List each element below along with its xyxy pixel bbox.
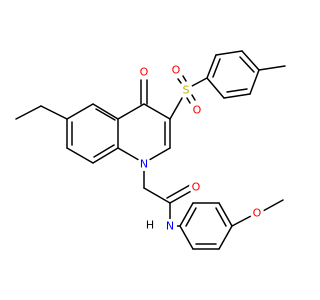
bond-s-o-lower-b [191,94,196,101]
bond-anisyl-1 [179,225,194,250]
bond-s-o-upper-b [182,75,187,82]
bond-benzo-1 [66,103,94,120]
amide-oxygen: O [189,180,203,194]
bond-o-methyl [262,199,284,212]
bond-ethyl-ch3 [15,105,42,120]
bond-amide-co-b [166,184,191,199]
sulfonyl-sulfur: S [179,83,193,97]
ring-nitrogen-label: N [140,158,148,171]
sulfonyl-oxygen-upper-label: O [172,64,181,77]
bond-tolyl-5 [223,93,251,99]
structure-diagram: O S O O N O N H [15,50,286,250]
bond-anisyl-4-inner [215,207,227,227]
bond-tolyl-2 [215,50,243,56]
bond-ring-c4a-c4 [117,103,145,120]
bond-s-o-upper-a [177,78,182,84]
bond-benzo-5 [66,147,94,164]
amide-oxygen-label: O [192,181,201,194]
atom-label-layer: O S O O N O N H [137,63,264,233]
ketone-oxygen-label: O [140,66,149,79]
bond-tolyl-5-inner [226,88,248,93]
bond-anisyl-6 [179,202,194,227]
bond-anisyl-3 [218,225,233,250]
bond-amide-co-a [169,189,194,204]
bond-anisyl-6-inner [185,207,197,227]
bond-tolyl-3 [241,50,260,71]
bond-tolyl-3-inner [239,56,255,73]
bond-c3-s [169,97,183,120]
methoxy-oxygen: O [250,206,264,220]
molecule-canvas: O S O O N O N H [15,50,286,250]
bond-s-o-lower-a [186,97,191,104]
sulfonyl-oxygen-upper: O [169,63,183,77]
bond-benzo-2-inner [95,108,116,121]
bond-ethyl-ch2 [40,105,68,120]
bond-tolyl-1 [206,54,217,79]
bond-anisyl-4 [218,202,233,227]
bond-benzo-4-inner [93,144,115,158]
amide-hydrogen-label: H [146,219,154,232]
amide-nitrogen-label: N [166,220,174,233]
ring-nitrogen: N [137,157,151,171]
sulfonyl-oxygen-lower-label: O [193,104,202,117]
bond-ring-c4-c3 [143,103,171,120]
sulfonyl-sulfur-label: S [183,84,190,97]
bond-ch2-carbonyl [143,187,171,204]
bond-anisyl-o [231,215,252,227]
amide-hydrogen: H [144,219,156,232]
amide-nitrogen: N [163,219,177,233]
methoxy-oxygen-label: O [253,207,262,220]
sulfonyl-oxygen-lower: O [190,103,204,117]
bond-tolyl-4 [249,69,260,95]
ketone-oxygen: O [137,65,151,79]
bond-benzo-2 [92,103,119,120]
bond-tolyl-1-inner [212,58,221,78]
bond-layer [15,50,286,250]
bond-tolyl-6 [206,77,225,99]
bond-tolyl-methyl [258,65,286,71]
bond-benzo-4 [92,147,119,164]
bond-s-aryl [191,77,208,87]
